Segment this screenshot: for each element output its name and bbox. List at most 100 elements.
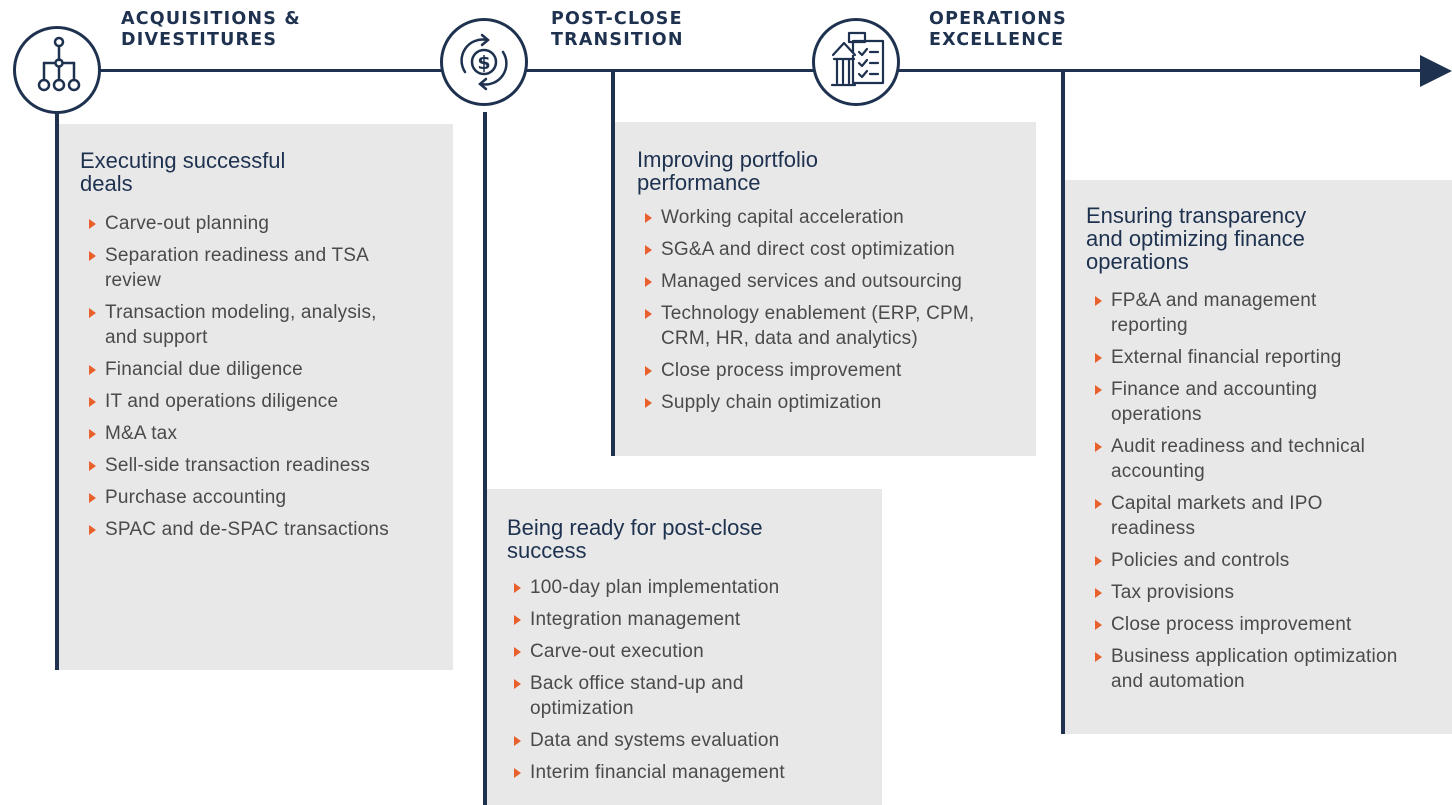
list-item-text: Carve-out planning: [105, 213, 270, 234]
list-item-text: Managed services and outsourcing: [661, 271, 963, 292]
stem-post-close: [483, 112, 487, 805]
dollar-cycle-icon: $: [460, 33, 508, 91]
panel-title-line: Executing successful: [80, 148, 286, 173]
triangle-bullet-icon: [89, 525, 96, 535]
stage-title-line: DIVESTITURES: [121, 30, 278, 50]
list-item-text: SG&A and direct cost optimization: [661, 239, 955, 260]
triangle-bullet-icon: [514, 679, 521, 689]
triangle-bullet-icon: [645, 309, 652, 319]
triangle-bullet-icon: [1095, 296, 1102, 306]
list-item-text: SPAC and de-SPAC transactions: [105, 519, 389, 540]
list-item: Data and systems evaluation: [513, 728, 863, 753]
timeline-line: [90, 69, 1430, 72]
list-item-text: Tax provisions: [1111, 582, 1235, 603]
list-item: Capital markets and IPO readiness: [1094, 491, 1391, 541]
list-item: SG&A and direct cost optimization: [644, 237, 1036, 262]
triangle-bullet-icon: [89, 365, 96, 375]
list-executing-deals: Carve-out planning Separation readiness …: [88, 211, 393, 549]
list-item: M&A tax: [88, 421, 393, 446]
org-chart-icon: [37, 36, 81, 92]
triangle-bullet-icon: [645, 366, 652, 376]
triangle-bullet-icon: [514, 768, 521, 778]
triangle-bullet-icon: [645, 245, 652, 255]
panel-title-line: Improving portfolio: [637, 147, 818, 172]
list-item: Audit readiness and technical accounting: [1094, 434, 1434, 484]
list-item: Business application optimization and au…: [1094, 644, 1431, 694]
triangle-bullet-icon: [1095, 353, 1102, 363]
triangle-bullet-icon: [1095, 442, 1102, 452]
list-item-text: Data and systems evaluation: [530, 730, 780, 751]
stage-title-post-close: POST-CLOSE TRANSITION: [551, 9, 684, 51]
list-post-close: 100-day plan implementation Integration …: [513, 575, 863, 792]
triangle-bullet-icon: [89, 308, 96, 318]
list-item: Tax provisions: [1094, 580, 1434, 605]
list-item-text: Supply chain optimization: [661, 392, 882, 413]
panel-finance-operations: [1062, 180, 1452, 734]
stage-icon-acquisitions: [13, 26, 101, 114]
triangle-bullet-icon: [1095, 588, 1102, 598]
stage-title-operations: OPERATIONS EXCELLENCE: [929, 9, 1067, 51]
list-item: Sell-side transaction readiness: [88, 453, 393, 478]
svg-text:$: $: [477, 52, 490, 74]
list-item-text: FP&A and management reporting: [1111, 290, 1317, 336]
stage-title-line: POST-CLOSE: [551, 9, 683, 29]
panel-title-line: deals: [80, 171, 133, 196]
list-item: Finance and accounting operations: [1094, 377, 1371, 427]
stem-acquisitions: [55, 112, 59, 670]
stage-title-acquisitions: ACQUISITIONS & DIVESTITURES: [121, 9, 301, 51]
panel-title-line: success: [507, 538, 587, 563]
triangle-bullet-icon: [645, 213, 652, 223]
triangle-bullet-icon: [89, 397, 96, 407]
list-item-text: Transaction modeling, analysis, and supp…: [105, 302, 377, 348]
list-item: Purchase accounting: [88, 485, 393, 510]
panel-post-close: [484, 489, 882, 805]
list-item-text: Business application optimization and au…: [1111, 646, 1398, 692]
list-item-text: Integration management: [530, 609, 741, 630]
list-item: Carve-out execution: [513, 639, 863, 664]
triangle-bullet-icon: [89, 493, 96, 503]
panel-title-portfolio-performance: Improving portfolio performance: [637, 148, 818, 194]
list-item-text: Audit readiness and technical accounting: [1111, 436, 1366, 482]
list-item: 100-day plan implementation: [513, 575, 863, 600]
panel-title-post-close: Being ready for post-close success: [507, 516, 763, 562]
stage-title-line: ACQUISITIONS &: [121, 9, 301, 29]
stage-title-line: OPERATIONS: [929, 9, 1067, 29]
panel-title-line: operations: [1086, 249, 1189, 274]
triangle-bullet-icon: [89, 429, 96, 439]
list-item: Close process improvement: [1094, 612, 1434, 637]
list-item-text: IT and operations diligence: [105, 391, 339, 412]
stem-operations: [1061, 70, 1065, 734]
list-item: Integration management: [513, 607, 863, 632]
list-item: Carve-out planning: [88, 211, 393, 236]
list-item: SPAC and de-SPAC transactions: [88, 517, 393, 542]
triangle-bullet-icon: [645, 277, 652, 287]
list-item-text: 100-day plan implementation: [530, 577, 780, 598]
list-item: Supply chain optimization: [644, 390, 1036, 415]
stage-title-line: EXCELLENCE: [929, 30, 1065, 50]
stage-icon-post-close: $: [440, 18, 528, 106]
list-item: Interim financial management: [513, 760, 863, 785]
list-item: Financial due diligence: [88, 357, 393, 382]
list-item-text: Close process improvement: [661, 360, 902, 381]
timeline-arrowhead: [1420, 55, 1452, 87]
list-item-text: Policies and controls: [1111, 550, 1290, 571]
triangle-bullet-icon: [89, 219, 96, 229]
list-item-text: Technology enablement (ERP, CPM, CRM, HR…: [661, 303, 975, 349]
triangle-bullet-icon: [514, 615, 521, 625]
list-portfolio-performance: Working capital acceleration SG&A and di…: [644, 205, 1036, 422]
list-item-text: Finance and accounting operations: [1111, 379, 1318, 425]
list-item-text: Capital markets and IPO readiness: [1111, 493, 1323, 539]
list-item-text: Working capital acceleration: [661, 207, 904, 228]
triangle-bullet-icon: [89, 461, 96, 471]
list-item-text: Carve-out execution: [530, 641, 704, 662]
triangle-bullet-icon: [1095, 385, 1102, 395]
list-item: Managed services and outsourcing: [644, 269, 1036, 294]
list-item: Separation readiness and TSA review: [88, 243, 393, 293]
list-item: Close process improvement: [644, 358, 1036, 383]
list-item-text: Separation readiness and TSA review: [105, 245, 368, 291]
building-checklist-icon: [830, 31, 885, 87]
list-item: IT and operations diligence: [88, 389, 393, 414]
triangle-bullet-icon: [1095, 620, 1102, 630]
triangle-bullet-icon: [89, 251, 96, 261]
list-item-text: Purchase accounting: [105, 487, 287, 508]
